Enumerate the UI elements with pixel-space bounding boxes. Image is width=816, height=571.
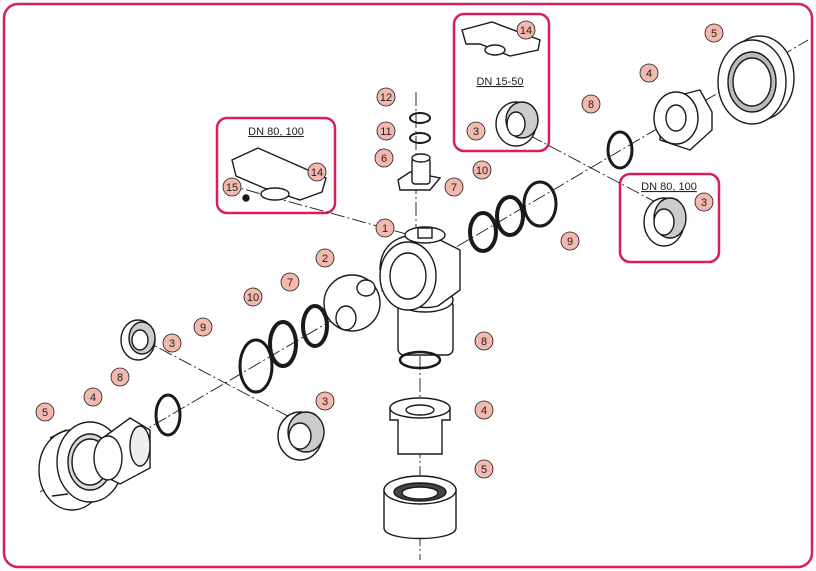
badge-5-bottom: 5 [481, 464, 487, 476]
badge-3-right: 3 [701, 197, 707, 209]
badge-15: 15 [226, 182, 238, 194]
detail-box-right [618, 172, 721, 264]
detail-box-left [215, 116, 337, 215]
o-ring-12 [409, 112, 431, 124]
tail-piece-bottom [389, 397, 451, 455]
badge-9-right: 9 [567, 236, 573, 248]
badge-1: 1 [382, 223, 388, 235]
valve-body [379, 226, 461, 356]
tail-piece-right [653, 89, 713, 151]
o-ring-9-left [238, 338, 274, 394]
union-nut-bottom [383, 475, 457, 540]
handle-top-detail [461, 21, 541, 57]
badge-11: 11 [380, 126, 391, 138]
detail-box-top [452, 12, 551, 153]
seat-ring-10-left [268, 320, 298, 368]
adapter-right-detail [643, 197, 687, 247]
badge-8-left: 8 [117, 372, 123, 384]
caption-detail-left: DN 80, 100 [248, 126, 304, 138]
tail-piece-left [93, 417, 151, 485]
badge-10-right: 10 [476, 165, 488, 177]
adapter-top-detail [495, 101, 539, 147]
badge-12: 12 [380, 92, 392, 104]
badge-8-right: 8 [588, 99, 594, 111]
adapter-upper-left [120, 319, 156, 361]
badge-14-left: 14 [311, 167, 323, 179]
seal-7-left [301, 304, 329, 348]
seat-ring-10-right [495, 195, 525, 237]
badge-3-lower: 3 [322, 396, 328, 408]
ball [323, 274, 381, 332]
badge-8-bottom: 8 [481, 336, 487, 348]
o-ring-left [154, 393, 182, 437]
union-nut-right [717, 35, 795, 125]
badge-3-top: 3 [473, 126, 479, 138]
badge-7-right: 7 [451, 182, 457, 194]
badge-6: 6 [381, 153, 387, 165]
badge-5-left: 5 [42, 407, 48, 419]
seal-7-right [468, 211, 498, 253]
badge-7-left: 7 [287, 277, 293, 289]
caption-detail-top: DN 15-50 [476, 76, 523, 88]
badge-3-left: 3 [169, 338, 175, 350]
badge-4-bottom: 4 [481, 405, 487, 417]
o-ring-bottom [398, 350, 442, 370]
badge-4-left: 4 [90, 392, 96, 404]
o-ring-9-right [522, 180, 558, 228]
badge-5-right: 5 [711, 28, 717, 40]
o-ring-right [606, 130, 634, 170]
badge-4-right: 4 [646, 68, 652, 80]
handle-left-detail [231, 147, 327, 202]
o-ring-11 [409, 132, 431, 144]
callout-badges: 1 2 3 3 3 3 4 4 4 5 5 5 6 7 7 8 8 [35, 20, 724, 479]
badge-10-left: 10 [247, 292, 259, 304]
badge-9-left: 9 [200, 322, 206, 334]
caption-detail-right: DN 80, 100 [641, 181, 697, 193]
badge-2: 2 [322, 253, 328, 265]
adapter-lower-left [277, 411, 325, 461]
stem [397, 153, 442, 191]
badge-14-top: 14 [520, 25, 532, 37]
